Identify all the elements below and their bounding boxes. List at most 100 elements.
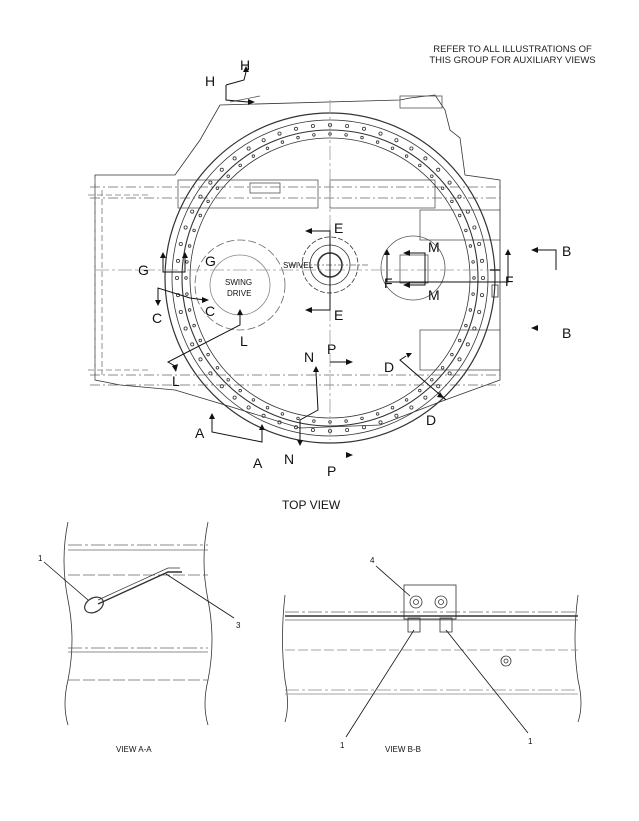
label-G-2: G — [205, 253, 216, 269]
bolt-hole — [404, 398, 409, 402]
bolt-hole — [409, 405, 414, 410]
bolt-hole — [261, 138, 266, 143]
bolt-hole — [394, 413, 399, 418]
label-A-2: A — [253, 455, 263, 471]
bolt-hole — [192, 323, 196, 328]
bolt-hole — [226, 378, 230, 382]
view-aa-left-break — [63, 521, 73, 726]
bolt-hole — [293, 425, 298, 430]
bolt-hole — [226, 174, 230, 178]
label-C-1: C — [152, 310, 162, 326]
bolt-hole — [184, 276, 188, 280]
swivel-label: SWIVEL — [283, 261, 314, 270]
swing-drive-label-1: SWING — [225, 278, 252, 287]
bolt-hole — [450, 352, 454, 357]
bolt-hole — [458, 213, 462, 218]
label-L-2: L — [172, 373, 180, 389]
bolt-hole — [312, 133, 316, 137]
bolt-hole — [465, 209, 470, 214]
bolt-hole — [277, 420, 282, 425]
plug — [500, 655, 512, 667]
bolt-hole — [219, 384, 224, 389]
frame-notch — [399, 95, 443, 109]
swing-drive-label-2: DRIVE — [227, 289, 251, 298]
view-bb-callout-1a: 1 — [340, 741, 345, 750]
bolt-hole — [238, 388, 242, 393]
bolt-hole — [440, 366, 445, 370]
bolt-hole — [447, 371, 452, 376]
label-G-1: G — [138, 262, 149, 278]
bolt-hole — [198, 213, 202, 218]
bolt-hole — [468, 308, 473, 312]
bolt-hole — [375, 140, 380, 144]
bolt-hole — [471, 292, 475, 296]
bolt-hole — [232, 156, 237, 161]
bolt-hole — [464, 323, 468, 328]
note-line-2: THIS GROUP FOR AUXILIARY VIEWS — [429, 55, 596, 66]
right-motor-circle — [380, 235, 446, 301]
bolt-hole — [312, 419, 316, 423]
bolt-hole — [479, 258, 484, 263]
bolt-hole — [187, 244, 192, 248]
bolt-hole — [471, 260, 475, 264]
bolt-hole — [378, 131, 383, 136]
label-N-2: N — [284, 451, 294, 467]
view-bb-left-break — [282, 594, 288, 723]
bolt-hole — [430, 378, 434, 382]
bolt-hole — [394, 138, 399, 143]
bolt-hole — [190, 342, 195, 347]
view-bb-leader-1a — [345, 629, 415, 738]
bolt-hole — [215, 186, 220, 190]
view-bb-caption: VIEW B-B — [385, 745, 421, 754]
view-bb-leader-1b — [445, 629, 529, 734]
label-N-1: N — [304, 349, 314, 365]
bolt-hole — [280, 140, 285, 144]
bolt-hole — [477, 241, 482, 246]
view-aa-caption: VIEW A-A — [116, 745, 152, 754]
label-D-1: D — [384, 359, 394, 375]
bolt-hole — [418, 163, 422, 168]
label-E-1: E — [334, 220, 343, 236]
view-aa-callout-3: 3 — [236, 621, 241, 630]
bolt-hole — [404, 154, 409, 158]
bolt-hole — [450, 199, 454, 204]
label-H-2: H — [240, 57, 250, 73]
bolt-hole — [208, 180, 213, 185]
bolt-hole — [215, 366, 220, 370]
bolt-hole — [265, 146, 270, 150]
bolt-hole — [457, 357, 462, 362]
clip-left — [407, 617, 421, 633]
bolt-hole — [185, 292, 189, 296]
bolt-hole — [296, 416, 300, 421]
bolt-hole — [457, 194, 462, 199]
label-F-2: F — [505, 273, 514, 289]
bolt-hole — [246, 146, 251, 151]
bolt-hole — [280, 412, 285, 416]
fitting-left-core — [413, 599, 419, 605]
label-L-1: L — [240, 333, 248, 349]
bolt-hole — [174, 275, 179, 280]
plug-core — [503, 658, 509, 664]
label-F-1: F — [384, 275, 393, 291]
bolt-hole — [310, 427, 315, 432]
label-A-1: A — [195, 425, 205, 441]
top-view-caption: TOP VIEW — [282, 498, 341, 512]
section-markers — [157, 71, 557, 443]
bolt-hole — [208, 371, 213, 376]
view-aa-lines — [68, 544, 208, 681]
bolt-hole — [345, 124, 350, 129]
bolt-hole — [183, 225, 188, 230]
bolt-hole — [430, 174, 434, 178]
view-bb-lines — [285, 611, 578, 695]
bolt-hole — [423, 395, 428, 400]
bolt-hole — [464, 228, 468, 233]
bolt-hole — [409, 146, 414, 151]
label-M-2: M — [428, 287, 440, 303]
fitting-right-core — [438, 599, 444, 605]
bolt-hole — [187, 308, 192, 312]
bolt-hole — [198, 338, 202, 343]
view-aa-leader-1 — [43, 561, 89, 601]
fitting-left — [409, 595, 423, 609]
bolt-hole — [219, 167, 224, 172]
auxiliary-views-note: REFER TO ALL ILLUSTRATIONS OF THIS GROUP… — [400, 44, 625, 66]
